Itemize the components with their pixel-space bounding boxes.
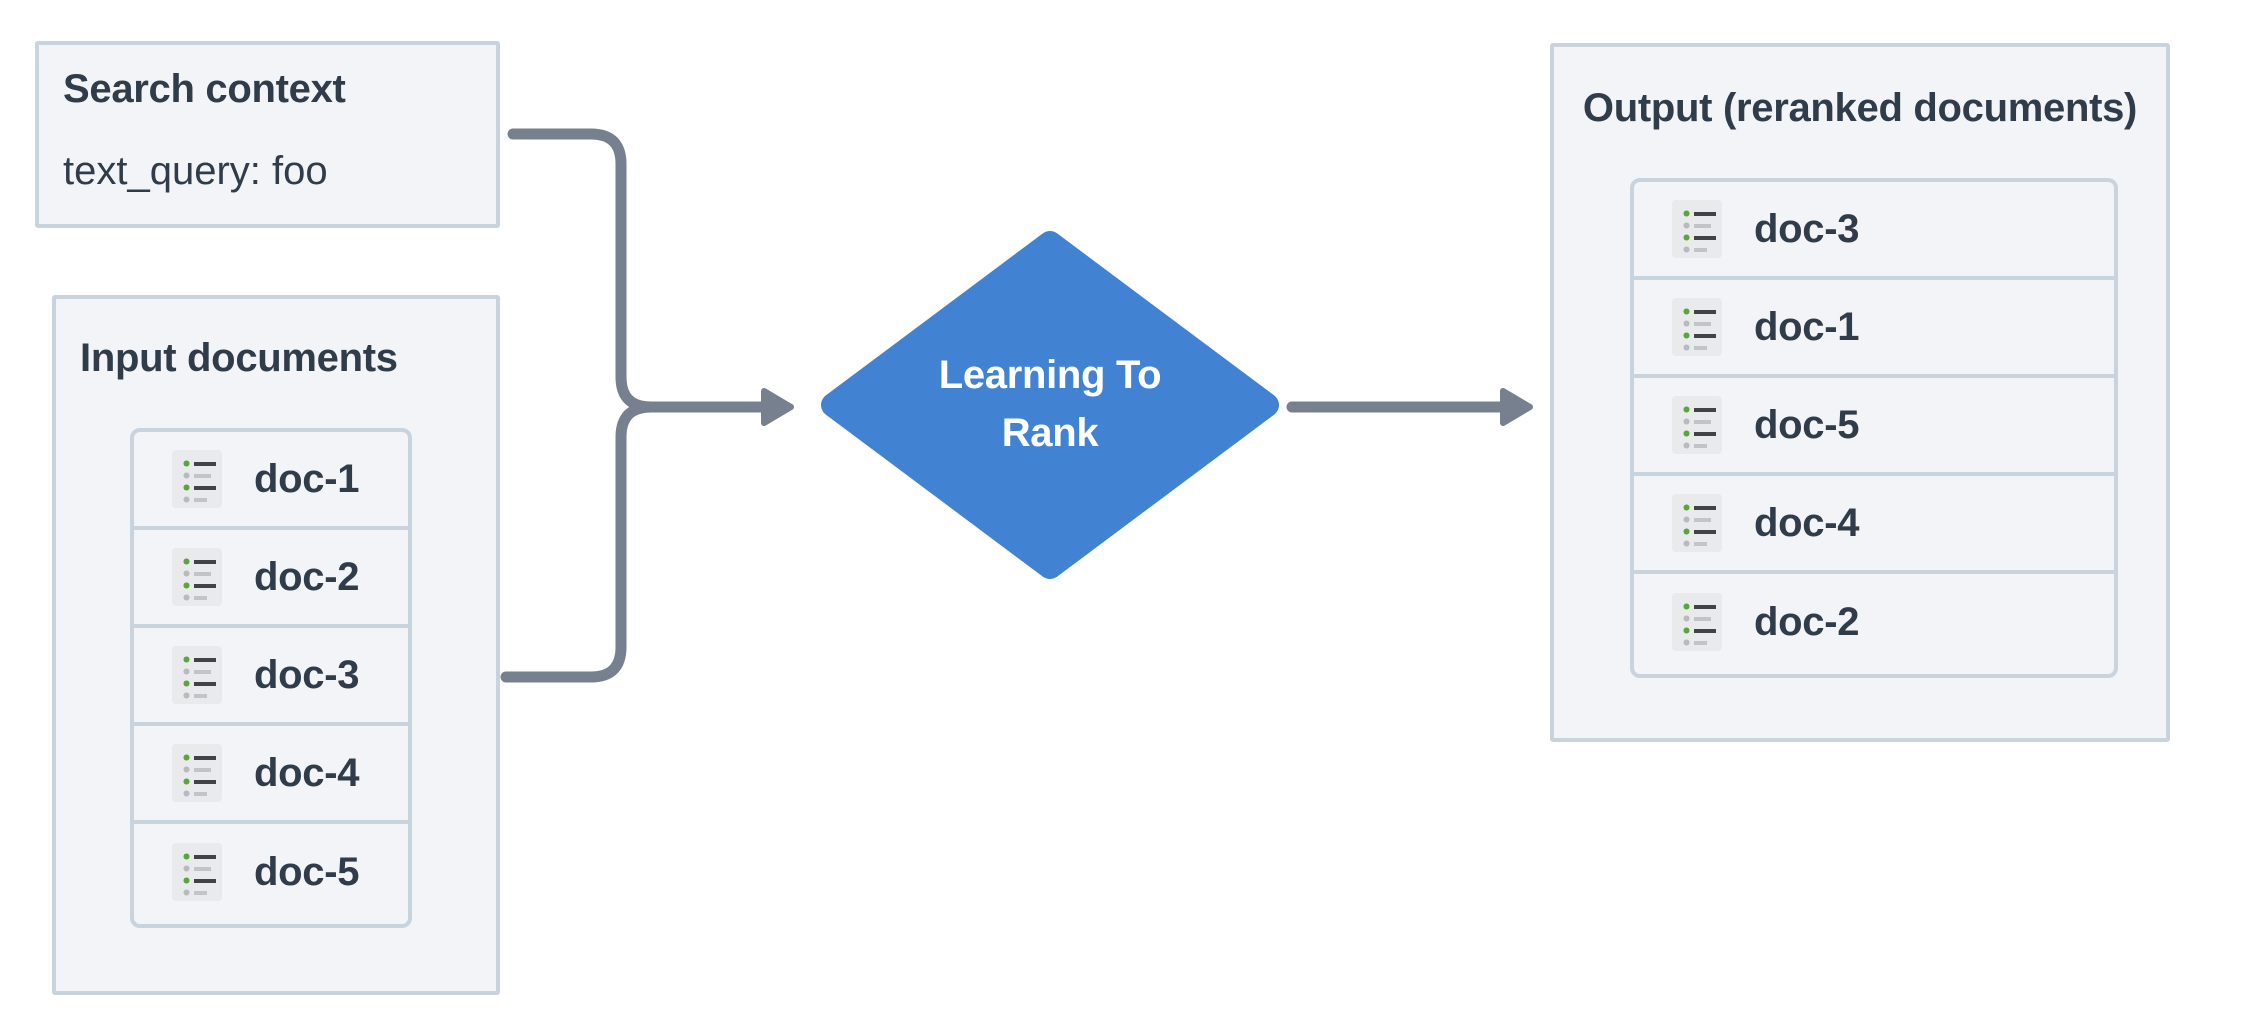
search-context-query: text_query: foo (63, 149, 328, 193)
document-list-icon (172, 646, 222, 704)
search-context-title: Search context (63, 67, 346, 111)
doc-row: doc-2 (1634, 574, 2114, 670)
arrowhead-diamond-to-output (1500, 388, 1533, 426)
doc-row: doc-4 (1634, 476, 2114, 574)
ltr-diamond-label: Learning To Rank (900, 346, 1200, 462)
search-context-panel: Search context text_query: foo (35, 41, 500, 228)
doc-label: doc-1 (1754, 304, 1860, 349)
input-documents-title: Input documents (80, 336, 398, 380)
doc-row: doc-1 (134, 432, 408, 530)
doc-label: doc-1 (254, 456, 360, 501)
document-list-icon (172, 744, 222, 802)
input-documents-panel: Input documents doc-1 doc-2 doc-3 doc-4 … (52, 295, 500, 995)
doc-label: doc-2 (1754, 599, 1860, 644)
input-documents-list: doc-1 doc-2 doc-3 doc-4 doc-5 (130, 428, 412, 928)
arrowhead-into-diamond (761, 388, 794, 426)
doc-row: doc-3 (134, 628, 408, 726)
doc-row: doc-1 (1634, 280, 2114, 378)
output-documents-title: Output (reranked documents) (1582, 86, 2138, 130)
document-list-icon (1672, 593, 1722, 651)
document-list-icon (1672, 494, 1722, 552)
doc-row: doc-4 (134, 726, 408, 824)
doc-row: doc-2 (134, 530, 408, 628)
doc-label: doc-4 (254, 750, 360, 795)
learning-to-rank-diamond (821, 231, 1279, 579)
connector-input-docs-to-diamond (500, 401, 657, 683)
doc-label: doc-5 (1754, 402, 1860, 447)
document-list-icon (1672, 396, 1722, 454)
doc-row: doc-3 (1634, 182, 2114, 280)
document-list-icon (1672, 200, 1722, 258)
doc-label: doc-3 (1754, 206, 1860, 251)
doc-label: doc-2 (254, 554, 360, 599)
doc-row: doc-5 (1634, 378, 2114, 476)
ltr-diamond-label-line1: Learning To (938, 353, 1162, 397)
output-documents-list: doc-3 doc-1 doc-5 doc-4 doc-2 (1630, 178, 2118, 678)
connector-search-context-to-diamond (507, 128, 657, 413)
doc-label: doc-3 (254, 652, 360, 697)
doc-label: doc-4 (1754, 500, 1860, 545)
output-documents-panel: Output (reranked documents) doc-3 doc-1 … (1550, 43, 2170, 742)
document-list-icon (172, 843, 222, 901)
document-list-icon (172, 548, 222, 606)
document-list-icon (1672, 298, 1722, 356)
ltr-diamond-label-line2: Rank (1001, 411, 1099, 455)
document-list-icon (172, 450, 222, 508)
doc-label: doc-5 (254, 849, 360, 894)
doc-row: doc-5 (134, 824, 408, 920)
